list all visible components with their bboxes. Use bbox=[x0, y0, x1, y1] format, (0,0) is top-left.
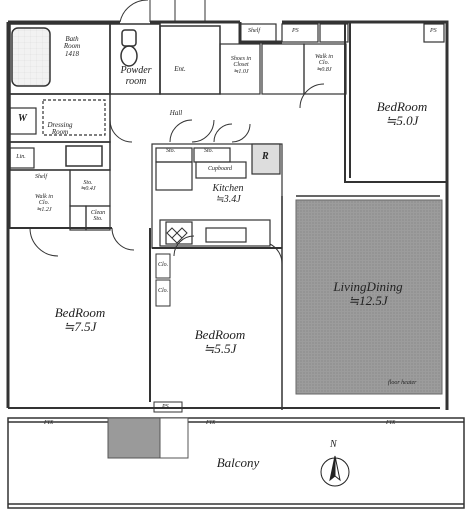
washer bbox=[9, 99, 106, 136]
bedroom-top-label: BedRoom≒5.0J bbox=[376, 99, 428, 128]
bedroom-left-label: BedRoom≒7.5J bbox=[54, 305, 106, 334]
clo-label-2: Clo. bbox=[158, 288, 169, 294]
left-storage bbox=[9, 147, 111, 231]
compass-icon bbox=[320, 455, 350, 487]
stove-icon bbox=[166, 227, 188, 244]
floor-heater-label: floor heater bbox=[388, 380, 417, 386]
balcony-label: Balcony bbox=[216, 455, 260, 470]
fix-label-2: FIX bbox=[206, 420, 216, 426]
sto-label-1: Sto. bbox=[166, 148, 176, 154]
bedroom-walls bbox=[8, 227, 440, 409]
ps-label-top-1: PS bbox=[292, 28, 299, 34]
shelf-label-top: Shelf bbox=[248, 28, 260, 34]
ps-label-top-2: PS bbox=[430, 28, 437, 34]
hall-label: Hall bbox=[169, 109, 183, 117]
kitchen-label: Kitchen≒3.4J bbox=[212, 183, 244, 205]
storage-small-label: Sto.≒0.4J bbox=[80, 180, 96, 193]
linen-label: Lin. bbox=[16, 154, 26, 160]
refrigerator-label: R bbox=[262, 151, 269, 162]
compass-north-label: N bbox=[330, 439, 337, 450]
living-dining-label: LivingDining≒12.5J bbox=[333, 279, 403, 308]
cupboard-label: Cupboard bbox=[207, 166, 233, 172]
closet-block-top bbox=[219, 23, 445, 95]
living-dining-floor bbox=[295, 199, 443, 395]
sto-label-2: Sto. bbox=[204, 148, 214, 154]
ent-label: Ent. bbox=[174, 65, 186, 73]
shelf-label-left: Shelf bbox=[35, 174, 47, 180]
fix-label-1: FIX bbox=[44, 420, 54, 426]
ps-label-bottom: PS bbox=[162, 404, 169, 410]
washer-label: W bbox=[18, 113, 27, 124]
balcony-unit bbox=[107, 417, 161, 459]
balcony bbox=[7, 417, 465, 509]
fix-label-3: FIX bbox=[386, 420, 396, 426]
clo-label-1: Clo. bbox=[158, 262, 169, 268]
bedroom-mid-label: BedRoom≒5.5J bbox=[194, 327, 246, 356]
